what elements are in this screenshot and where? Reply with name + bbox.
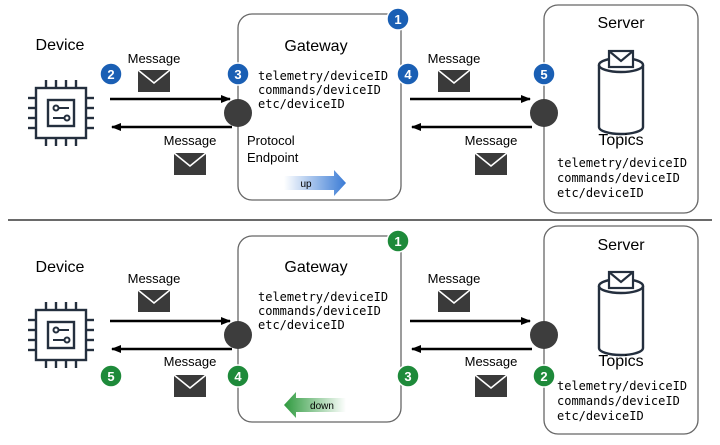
gateway-topic: commands/deviceID (258, 304, 381, 318)
message-label: Message (465, 354, 518, 369)
step-badge: 4 (226, 364, 250, 388)
chip-icon (26, 78, 96, 148)
gateway-topic: etc/deviceID (258, 318, 345, 332)
badge-number: 3 (404, 369, 411, 384)
gateway-title: Gateway (284, 259, 347, 276)
message-label: Message (164, 354, 217, 369)
envelope-icon (173, 374, 207, 398)
server-topic: telemetry/deviceID (557, 379, 687, 393)
chip-icon (26, 300, 96, 370)
envelope-icon (173, 152, 207, 176)
device-label: Device (36, 37, 85, 54)
device-label: Device (36, 259, 85, 276)
envelope-icon (474, 374, 508, 398)
endpoint-circle (530, 99, 558, 127)
badge-number: 1 (394, 234, 401, 249)
step-badge: 2 (532, 364, 556, 388)
gateway-topic: telemetry/deviceID (258, 290, 388, 304)
step-badge: 1 (386, 7, 410, 31)
envelope-icon (437, 69, 471, 93)
server-topic: etc/deviceID (557, 409, 644, 423)
direction-label: up (300, 179, 312, 190)
envelope-icon (137, 69, 171, 93)
bottom-panel: Device Gateway telemetry/deviceID comman… (26, 225, 699, 435)
step-badge: 3 (226, 62, 250, 86)
envelope-icon (437, 289, 471, 313)
server-title: Server (597, 237, 645, 254)
server-topic: commands/deviceID (557, 394, 680, 408)
message-label: Message (164, 133, 217, 148)
endpoint-circle (224, 321, 252, 349)
gateway-topic: commands/deviceID (258, 83, 381, 97)
endpoint-circle (224, 99, 252, 127)
message-label: Message (128, 271, 181, 286)
direction-label: down (310, 401, 334, 412)
badge-number: 2 (107, 67, 114, 82)
protocol-endpoint-label: Endpoint (247, 150, 299, 165)
server-topic: commands/deviceID (557, 171, 680, 185)
badge-number: 5 (540, 67, 547, 82)
server-topic: telemetry/deviceID (557, 156, 687, 170)
gateway-title: Gateway (284, 38, 347, 55)
badge-number: 4 (234, 369, 242, 384)
server-title: Server (597, 15, 645, 32)
message-label: Message (428, 51, 481, 66)
step-badge: 5 (532, 62, 556, 86)
message-label: Message (428, 271, 481, 286)
database-icon (597, 49, 645, 136)
envelope-icon (474, 152, 508, 176)
step-badge: 3 (396, 364, 420, 388)
direction-arrow-down: down (284, 392, 346, 418)
gateway-topic: etc/deviceID (258, 97, 345, 111)
message-label: Message (128, 51, 181, 66)
badge-number: 5 (107, 369, 114, 384)
badge-number: 4 (404, 67, 412, 82)
endpoint-circle (530, 321, 558, 349)
topics-label: Topics (598, 132, 643, 149)
step-badge: 2 (99, 62, 123, 86)
server-topic: etc/deviceID (557, 186, 644, 200)
badge-number: 1 (394, 12, 401, 27)
badge-number: 3 (234, 67, 241, 82)
direction-arrow-up: up (284, 170, 346, 196)
message-label: Message (465, 133, 518, 148)
step-badge: 5 (99, 364, 123, 388)
step-badge: 4 (396, 62, 420, 86)
database-icon (597, 270, 645, 357)
step-badge: 1 (386, 229, 410, 253)
protocol-endpoint-label: Protocol (247, 133, 295, 148)
envelope-icon (137, 289, 171, 313)
top-panel: Device Gateway telemetry/deviceID comman… (26, 4, 699, 214)
gateway-topic: telemetry/deviceID (258, 69, 388, 83)
topics-label: Topics (598, 353, 643, 370)
badge-number: 2 (540, 369, 547, 384)
